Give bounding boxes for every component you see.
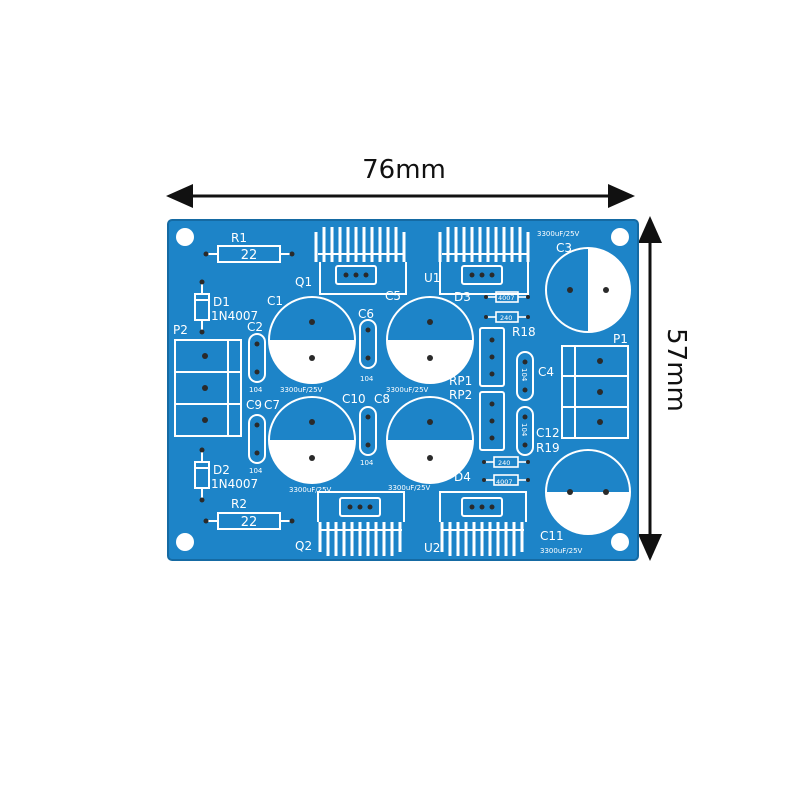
label-c8: C8 [374,392,390,406]
electrolytic-cap-c3 [545,247,631,333]
label-r1: R1 [231,231,247,245]
label-c9: C9 [246,398,262,412]
label-d4: D4 [454,470,471,484]
terminal-pads [202,353,603,425]
label-c5-value: 3300uF/25V [386,386,429,394]
height-dimension-label: 57mm [661,328,691,412]
heatsink-outline-q1 [314,227,407,295]
terminal-block-p1 [561,345,629,439]
label-rp1: RP1 [449,374,472,388]
label-c6: C6 [358,307,374,321]
silkscreen-labels: R1 22 R2 22 D1 1N4007 D2 1N4007 P2 P1 Q1… [173,230,628,555]
label-r19: R19 [536,441,560,455]
label-c10: C10 [342,392,366,406]
label-c2-value: 104 [249,386,263,394]
label-r2-value: 22 [241,515,258,530]
label-d1-part: 1N4007 [211,309,258,323]
heatsink-outline-u2 [439,491,527,556]
width-dimension-label: 76mm [362,155,446,185]
to220-footprints [335,265,503,517]
electrolytic-cap-c5 [386,296,474,384]
label-c1: C1 [267,294,283,308]
label-c7-value: 3300uF/25V [289,486,332,494]
label-d1: D1 [213,295,230,309]
heatsink-outline-q2 [317,491,405,556]
label-u2: U2 [424,541,440,555]
ceramic-cap-footprints [248,319,534,464]
label-c9-value: 104 [249,467,263,475]
label-c11: C11 [540,529,564,543]
label-c7: C7 [264,398,280,412]
label-c12-value: 104 [520,423,528,437]
label-r18-value: 240 [500,314,512,322]
mounting-holes [176,228,629,551]
label-c12: C12 [536,426,560,440]
label-d2: D2 [213,463,230,477]
heatsink-outline-u1 [438,227,530,295]
label-d3-part: 4007 [498,294,515,302]
label-c6-value: 104 [360,375,374,383]
label-rp2: RP2 [449,388,472,402]
label-r2: R2 [231,497,247,511]
label-r1-value: 22 [241,248,258,263]
label-p2: P2 [173,323,188,337]
label-d3: D3 [454,290,471,304]
label-q1: Q1 [295,275,312,289]
label-c4-value: 104 [520,368,528,382]
label-r19-value: 240 [498,459,510,467]
label-c2: C2 [247,320,263,334]
label-r18: R18 [512,325,536,339]
label-c1-value: 3300uF/25V [280,386,323,394]
electrolytic-cap-c7 [268,396,356,484]
label-q2: Q2 [295,539,312,553]
trimpot-footprints [479,327,505,451]
label-c3: C3 [556,241,572,255]
electrolytic-cap-c8 [386,396,474,484]
through-hole-pads [199,251,609,524]
label-c10-value: 104 [360,459,374,467]
label-c8-value: 3300uF/25V [388,484,431,492]
label-u1: U1 [424,271,440,285]
terminal-block-p2 [174,339,242,437]
label-d2-part: 1N4007 [211,477,258,491]
electrolytic-cap-c11 [545,449,631,535]
label-c11-value: 3300uF/25V [540,547,583,555]
pcb-board: R1 22 R2 22 D1 1N4007 D2 1N4007 P2 P1 Q1… [167,219,639,561]
label-d4-part: 4007 [496,478,513,486]
electrolytic-cap-c1 [268,296,356,384]
label-c3-value: 3300uF/25V [537,230,580,238]
to220-pads [343,272,495,510]
label-c5: C5 [385,289,401,303]
label-c4: C4 [538,365,554,379]
label-p1: P1 [613,332,628,346]
